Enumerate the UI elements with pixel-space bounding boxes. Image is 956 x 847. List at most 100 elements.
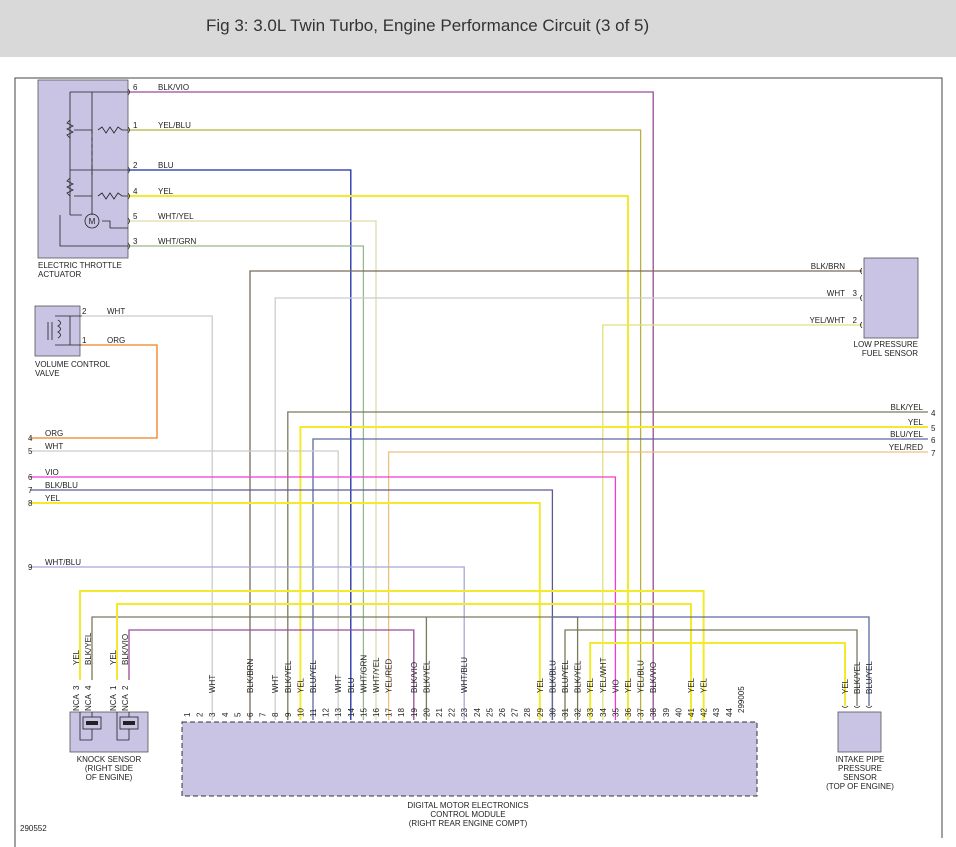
ecm-pin-number: 13: [334, 708, 343, 717]
left-conn-wire-label: BLK/BLU: [45, 481, 78, 490]
vcv-wire-1: [30, 344, 158, 439]
left-conn-pin-number: 5: [28, 447, 33, 456]
throttle-wire-label: WHT/YEL: [158, 212, 194, 221]
knock-pin-number: 1: [109, 685, 118, 690]
ecm-pin-number: 40: [674, 708, 683, 717]
ecm-pin-number: 35: [611, 708, 620, 717]
ecm-pin-number: 27: [511, 708, 520, 717]
diagram-frame: [14, 77, 943, 847]
lpfs-wire-label: BLK/BRN: [811, 262, 845, 271]
throttle-wire-label: BLK/VIO: [158, 83, 189, 92]
ecm-wire-label: BLU/YEL: [561, 660, 570, 693]
ecm-pin-number: 34: [599, 708, 608, 717]
connector-mark: [127, 242, 130, 250]
ecm-pin-number: 8: [271, 712, 280, 717]
throttle-wire-4: [128, 195, 629, 720]
connector-mark: [127, 217, 130, 225]
ecm-pin-number: 23: [460, 708, 469, 717]
knock-label-line3: OF ENGINE): [86, 773, 133, 782]
left-conn-pin-number: 9: [28, 563, 33, 572]
volume-control-valve: VOLUME CONTROL VALVE: [34, 305, 111, 378]
left-conn-pin-number: 6: [28, 473, 33, 482]
page-title: Fig 3: 3.0L Twin Turbo, Engine Performan…: [206, 16, 650, 35]
ecm-pin-number: 42: [700, 708, 709, 717]
ecm-wire-label: WHT: [208, 675, 217, 693]
ipps-label-line2: PRESSURE: [838, 764, 882, 773]
right-conn-pin-number: 7: [931, 449, 936, 458]
left-conn-pin-number: 7: [28, 486, 33, 495]
ecm-wire-label: BLK/BLU: [548, 660, 557, 693]
ecm-pin-number: 20: [422, 708, 431, 717]
connector-mark: [127, 126, 130, 134]
ecm-pin-number: 41: [687, 708, 696, 717]
ipps-wire-label: BLU/YEL: [865, 661, 874, 694]
knock-pin-number: 2: [121, 685, 130, 690]
ecm-pin-number: 11: [309, 708, 318, 717]
ecm-pin-number: 43: [712, 708, 721, 717]
lpfs-wire-label: WHT: [827, 289, 845, 298]
vcv-label-line1: VOLUME CONTROL: [35, 360, 111, 369]
ecm-label-line1: DIGITAL MOTOR ELECTRONICS: [407, 801, 528, 810]
ecm-wire-label: YEL/BLU: [637, 660, 646, 693]
low-pressure-fuel-sensor: LOW PRESSURE FUEL SENSOR: [854, 257, 919, 358]
left-conn-wire-6: [30, 476, 617, 720]
ecm-wire-label: YEL: [687, 677, 696, 693]
vcv-pin-number: 2: [82, 307, 87, 316]
left-conn-wire-label: ORG: [45, 429, 63, 438]
knock-nca-label: NCA: [109, 693, 118, 711]
ecm-wire-label: YEL: [624, 677, 633, 693]
ecm-wire-label: VIO: [611, 679, 620, 693]
connector-mark: [127, 192, 130, 200]
connector-mark: [860, 294, 863, 302]
ecm-pin-number: 39: [662, 708, 671, 717]
connector-mark: [841, 705, 849, 708]
left-conn-wire-label: VIO: [45, 468, 59, 477]
connector-mark: [853, 705, 861, 708]
knock-label-line1: KNOCK SENSOR: [77, 755, 142, 764]
electric-throttle-actuator: M ELECTRIC THROTTLE ACTUATOR: [37, 79, 129, 279]
ecm-wire-label: WHT/YEL: [372, 657, 381, 693]
throttle-wire-label: YEL/BLU: [158, 121, 191, 130]
left-conn-wire-9: [30, 566, 465, 720]
knock-wire-4: [91, 616, 579, 720]
right-conn-wire-label: BLK/YEL: [891, 403, 924, 412]
ecm-pin-number: 17: [385, 708, 394, 717]
throttle-wire-label: BLU: [158, 161, 174, 170]
right-conn-wire-5: [299, 426, 928, 720]
ecm-pin-number: 25: [485, 708, 494, 717]
digital-motor-electronics-module: DIGITAL MOTOR ELECTRONICS CONTROL MODULE…: [181, 721, 758, 828]
ecm-wire-label: BLK/VIO: [649, 662, 658, 693]
lpfs-label-line2: FUEL SENSOR: [862, 349, 918, 358]
ipps-wire-1: [564, 629, 858, 720]
ipps-label-line4: (TOP OF ENGINE): [826, 782, 894, 791]
ecm-pin-number: 26: [498, 708, 507, 717]
ecm-wire-label: YEL/WHT: [599, 657, 608, 693]
ipps-wire-label: YEL: [841, 678, 850, 694]
ecm-wire-label: YEL: [536, 677, 545, 693]
connector-mark: [127, 88, 130, 96]
connector-mark: [865, 705, 873, 708]
ecm-pin-number: 6: [246, 712, 255, 717]
ecm-pin-number: 12: [322, 708, 331, 717]
throttle-pin-number: 1: [133, 121, 138, 130]
ecm-pin-number: 33: [586, 708, 595, 717]
ecm-pin-number: 14: [347, 708, 356, 717]
ecm-pin-number: 19: [410, 708, 419, 717]
ecm-wire-label: WHT/GRN: [359, 655, 368, 693]
right-conn-wire-7: [387, 451, 928, 720]
throttle-wire-2: [128, 169, 352, 720]
ecm-pin-number: 7: [259, 712, 268, 717]
ecm-pin-number: 16: [372, 708, 381, 717]
right-conn-wire-6: [312, 438, 928, 720]
left-conn-wire-label: WHT: [45, 442, 63, 451]
throttle-label-line2: ACTUATOR: [38, 270, 81, 279]
ecm-pin-number: 32: [574, 708, 583, 717]
throttle-pin-number: 3: [133, 237, 138, 246]
ipps-wire-0: [589, 642, 846, 720]
title-bar: Fig 3: 3.0L Twin Turbo, Engine Performan…: [0, 0, 956, 57]
wires-layer: [30, 91, 928, 720]
throttle-wire-5: [128, 220, 377, 720]
ecm-pin-number: 9: [284, 712, 293, 717]
ecm-pin-number: 37: [637, 708, 646, 717]
